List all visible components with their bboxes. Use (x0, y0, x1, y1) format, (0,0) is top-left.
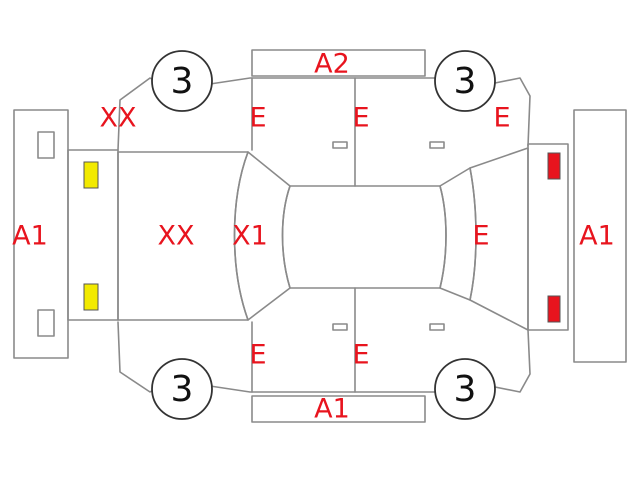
label-rear-door-upper: E (352, 102, 370, 134)
front-lamp-upper (83, 161, 99, 189)
label-front-bumper: A1 (12, 220, 48, 252)
label-front-door-lower: E (249, 339, 267, 371)
rear-lamp-panel (527, 143, 569, 331)
upper-rear-door-handle (429, 141, 445, 149)
tire-front-lower (151, 358, 213, 420)
front-lamp-lower (83, 283, 99, 311)
front-bumper-slot-bottom (37, 309, 55, 337)
lower-door-divider (251, 287, 356, 393)
upper-front-door (251, 77, 356, 187)
label-lower-sill: A1 (314, 393, 350, 425)
front-bumper-outline (13, 109, 69, 359)
label-rear-window: E (472, 220, 490, 252)
tire-rear-upper-number: 3 (453, 60, 477, 102)
label-front-door-upper: E (249, 102, 267, 134)
rear-lamp-upper (547, 152, 561, 180)
roof-outline (281, 185, 447, 289)
tire-front-upper-number: 3 (170, 60, 194, 102)
upper-sill (251, 49, 426, 77)
rear-bumper-outline (573, 109, 627, 363)
label-upper-sill: A2 (314, 48, 350, 80)
rear-window-outline (439, 167, 477, 301)
tire-front-lower-number: 3 (170, 368, 194, 410)
upper-front-door-handle (332, 141, 348, 149)
label-rear-door-lower: E (352, 339, 370, 371)
lower-rear-door-handle (429, 323, 445, 331)
tire-rear-upper (434, 50, 496, 112)
label-rear-bumper: A1 (579, 220, 615, 252)
lower-front-door-handle (332, 323, 348, 331)
trunk-outline (469, 147, 529, 331)
lower-sill (251, 395, 426, 423)
label-hood: XX (157, 220, 195, 252)
tire-rear-lower (434, 358, 496, 420)
front-bumper-slot-top (37, 131, 55, 159)
label-front-fender: XX (99, 102, 137, 134)
rear-lamp-lower (547, 295, 561, 323)
tire-front-upper (151, 50, 213, 112)
label-windshield: X1 (232, 220, 268, 252)
label-rear-quarter-upper: E (493, 102, 511, 134)
tire-rear-lower-number: 3 (453, 368, 477, 410)
